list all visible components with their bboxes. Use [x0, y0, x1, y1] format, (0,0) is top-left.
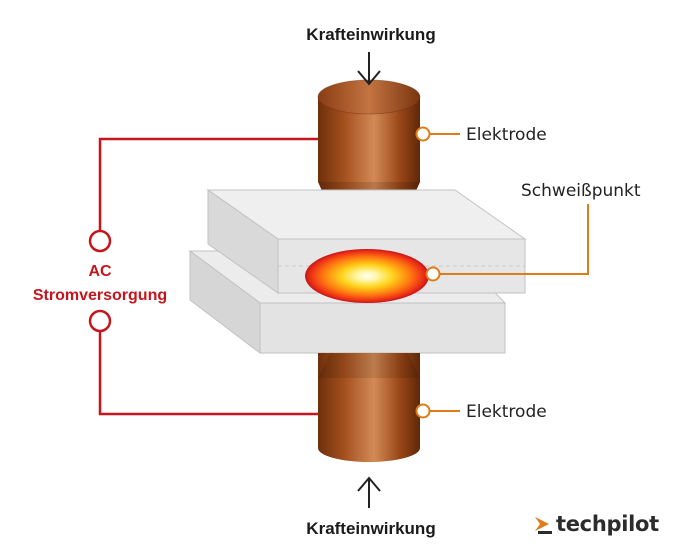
callout-electrode-bottom: [415, 403, 460, 419]
arrow-down-icon: [357, 52, 381, 86]
ac-label: AC: [88, 263, 112, 280]
electrode-bottom: [318, 353, 420, 462]
techpilot-logo-icon: [535, 517, 552, 534]
force-label-bottom: Krafteinwirkung: [306, 519, 435, 538]
power-terminal-top: [88, 229, 112, 253]
callout-weld-spot: [425, 204, 589, 282]
power-terminal-bottom: [88, 309, 112, 333]
techpilot-logo: techpilot: [535, 512, 659, 536]
power-circuit: AC Stromversorgung: [33, 137, 318, 416]
force-label-top: Krafteinwirkung: [306, 25, 435, 44]
power-supply-label: Stromversorgung: [33, 287, 167, 304]
power-wire-top: [98, 137, 318, 230]
electrode-top-label: Elektrode: [466, 125, 547, 145]
callout-electrode-top: [415, 126, 460, 142]
logo-text: techpilot: [556, 512, 659, 536]
electrode-bottom-label: Elektrode: [466, 402, 547, 422]
arrow-up-icon: [357, 476, 381, 508]
weld-spot-label: Schweißpunkt: [521, 181, 641, 201]
weld-nugget: [305, 249, 429, 303]
power-wire-bottom: [98, 332, 318, 416]
